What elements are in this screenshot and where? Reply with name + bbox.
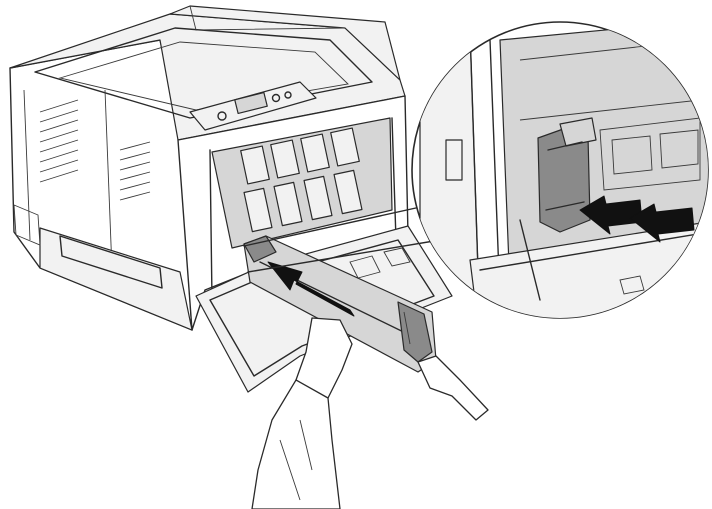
right-hand	[417, 355, 489, 421]
callout-leader	[243, 203, 441, 273]
side-vent	[39, 99, 151, 201]
printer-rear-housing	[169, 5, 401, 81]
panel-button-icon	[271, 93, 281, 103]
waste-toner-box-top	[243, 235, 277, 263]
power-button-icon	[217, 111, 227, 121]
push-arrow-icon	[629, 203, 695, 243]
panel-button-icon	[284, 91, 292, 99]
control-panel-display	[234, 91, 268, 115]
paper-tray	[39, 227, 193, 331]
waste-toner-box-handle	[397, 301, 433, 363]
forearm-sleeve	[251, 379, 341, 509]
insert-arrow-icon	[267, 261, 355, 317]
magnifier-callout-icon	[411, 21, 709, 319]
detail-waste-toner-box	[537, 127, 591, 233]
push-arrow-icon	[579, 195, 643, 235]
hand-icon	[251, 317, 489, 509]
toner-cartridge-slots	[240, 127, 363, 233]
door-latch	[445, 139, 463, 181]
